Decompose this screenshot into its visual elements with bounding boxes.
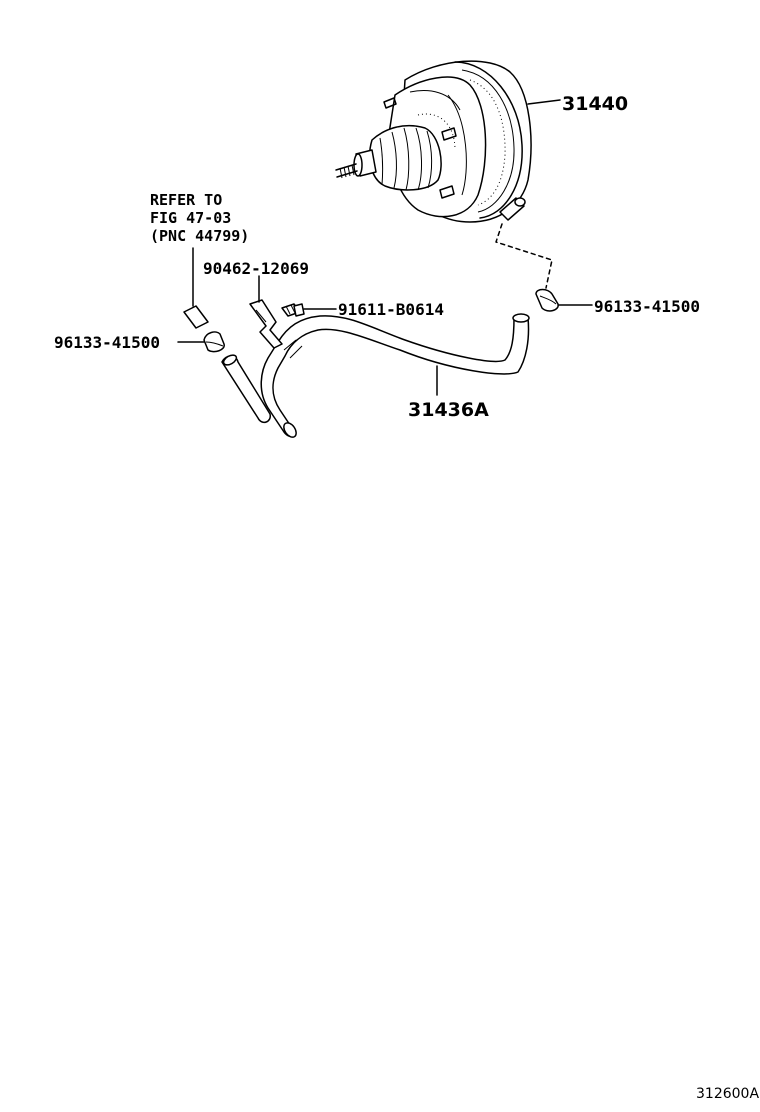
refer-line-2: FIG 47-03: [150, 209, 231, 227]
illustration-id: 312600A: [696, 1086, 759, 1102]
clamp-right-part-number[interactable]: 96133-41500: [594, 297, 700, 316]
clamp-left[interactable]: [203, 331, 225, 353]
brake-booster[interactable]: [335, 60, 532, 223]
connection-dashed-line: [495, 223, 553, 289]
pipe-reference: [183, 305, 209, 329]
hose-part-number[interactable]: 31436A: [408, 399, 489, 421]
clamp-left-part-number[interactable]: 96133-41500: [54, 333, 160, 352]
push-rod: [335, 163, 358, 179]
bolt-part-number[interactable]: 91611-B0614: [338, 300, 444, 319]
booster-part-number[interactable]: 31440: [562, 93, 628, 115]
bracket-part-number[interactable]: 90462-12069: [203, 259, 309, 278]
bracket[interactable]: [249, 299, 283, 349]
bellows-boot: [353, 124, 442, 191]
hose-end-piece: [221, 354, 271, 424]
vacuum-hose[interactable]: [260, 313, 530, 439]
refer-line-3: (PNC 44799): [150, 227, 249, 245]
bolt[interactable]: [281, 303, 305, 317]
reference-note: REFER TO FIG 47-03 (PNC 44799): [150, 191, 249, 245]
refer-line-1: REFER TO: [150, 191, 222, 209]
clamp-right[interactable]: [535, 288, 559, 312]
